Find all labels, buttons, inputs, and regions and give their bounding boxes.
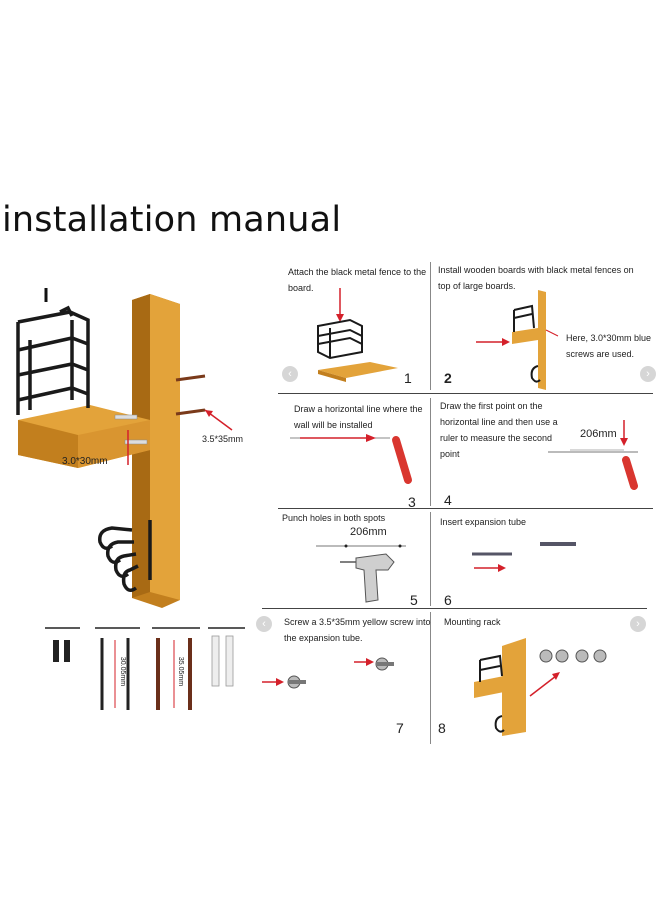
step-4-caption: Draw the first point on the horizontal l… — [440, 401, 558, 459]
step-5-caption: Punch holes in both spots — [282, 513, 386, 523]
step-7-number: 7 — [396, 720, 404, 736]
board-screw-label: 3.0*30mm — [62, 456, 108, 467]
screw-parts-drawing — [45, 627, 245, 710]
prev-arrow-button[interactable]: ‹ — [282, 366, 298, 382]
step-4-number: 4 — [444, 492, 452, 508]
step-2-caption: Install wooden boards with black metal f… — [438, 265, 634, 291]
next-arrow-button[interactable]: › — [640, 366, 656, 382]
step-2-number: 2 — [444, 370, 452, 386]
column-divider-3 — [430, 512, 431, 606]
step-2-note: Here, 3.0*30mm blue screws are used. — [566, 333, 652, 359]
step-1-number: 1 — [404, 370, 412, 386]
column-divider-1 — [430, 262, 431, 390]
step-2-drawing — [476, 290, 559, 390]
step-1-drawing — [317, 288, 398, 382]
step-4-measure: 206mm — [580, 428, 617, 440]
chevron-right-icon: › — [646, 368, 650, 380]
row-divider-3 — [262, 608, 647, 609]
step-7-drawing — [262, 657, 394, 689]
column-divider-4 — [430, 612, 431, 744]
screw-size-label: 3.5*35mm — [202, 434, 244, 444]
step-5-drawing — [316, 544, 406, 603]
step-7-caption: Screw a 3.5*35mm yellow screw into the e… — [284, 617, 431, 643]
chevron-left-icon: ‹ — [288, 368, 292, 380]
screw-length-label-1: 30.05mm — [119, 656, 127, 687]
step-4-drawing — [548, 420, 638, 490]
rack-drawing — [16, 288, 233, 608]
screw-parts: 30.05mm 35.05mm — [40, 620, 250, 730]
row-divider-2 — [278, 508, 653, 509]
prev-arrow-button-2[interactable]: ‹ — [256, 616, 272, 632]
step-8-drawing — [474, 638, 607, 736]
step-3-drawing — [290, 434, 412, 484]
column-divider-2 — [430, 398, 431, 506]
chevron-left-icon: ‹ — [262, 618, 266, 630]
step-3-caption: Draw a horizontal line where the wall wi… — [294, 404, 423, 430]
next-arrow-button-2[interactable]: › — [630, 616, 646, 632]
screw-length-label-2: 35.05mm — [177, 656, 185, 687]
product-illustration: 3.5*35mm 3.0*30mm — [0, 280, 260, 610]
step-8-caption: Mounting rack — [444, 617, 501, 627]
step-6-drawing — [472, 542, 576, 572]
step-5-number: 5 — [410, 592, 418, 608]
step-6-caption: Insert expansion tube — [440, 517, 527, 527]
step-6-number: 6 — [444, 592, 452, 608]
step-8-number: 8 — [438, 720, 446, 736]
chevron-right-icon: › — [636, 618, 640, 630]
step-1-caption: Attach the black metal fence to the boar… — [288, 267, 427, 293]
step-5-measure: 206mm — [350, 526, 387, 538]
step-3-number: 3 — [408, 494, 416, 510]
page-title: installation manual — [2, 200, 342, 240]
row-divider-1 — [278, 393, 653, 394]
